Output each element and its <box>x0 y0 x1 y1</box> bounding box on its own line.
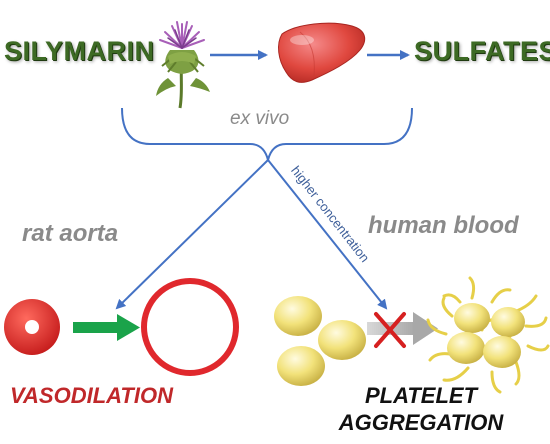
ex-vivo-label: ex vivo <box>230 108 290 129</box>
liver-icon <box>278 22 366 83</box>
platelet-aggregated-icon <box>426 276 550 394</box>
platelet-aggregated-bodies <box>447 303 525 368</box>
green-arrow <box>73 314 140 341</box>
arrow-to-rat-aorta <box>115 159 269 310</box>
platelet-label-line2: AGGREGATION <box>338 410 504 435</box>
platelet-resting-icon <box>274 296 366 386</box>
milk-thistle-icon <box>156 21 210 109</box>
vessel-constricted-icon <box>4 299 60 355</box>
vasodilation-label: VASODILATION <box>10 383 173 408</box>
blocked-cross-icon <box>374 312 406 348</box>
arrow-to-human-blood <box>267 159 388 310</box>
silymarin-label: SILYMARIN <box>4 36 155 66</box>
platelet-label-line1: PLATELET <box>364 383 478 408</box>
platelet-aggregation-label: PLATELET AGGREGATION <box>338 382 504 436</box>
rat-aorta-label: rat aorta <box>22 220 119 247</box>
sulfates-label: SULFATES <box>414 36 550 66</box>
vessel-dilated-icon <box>141 278 239 376</box>
human-blood-label: human blood <box>368 212 519 239</box>
